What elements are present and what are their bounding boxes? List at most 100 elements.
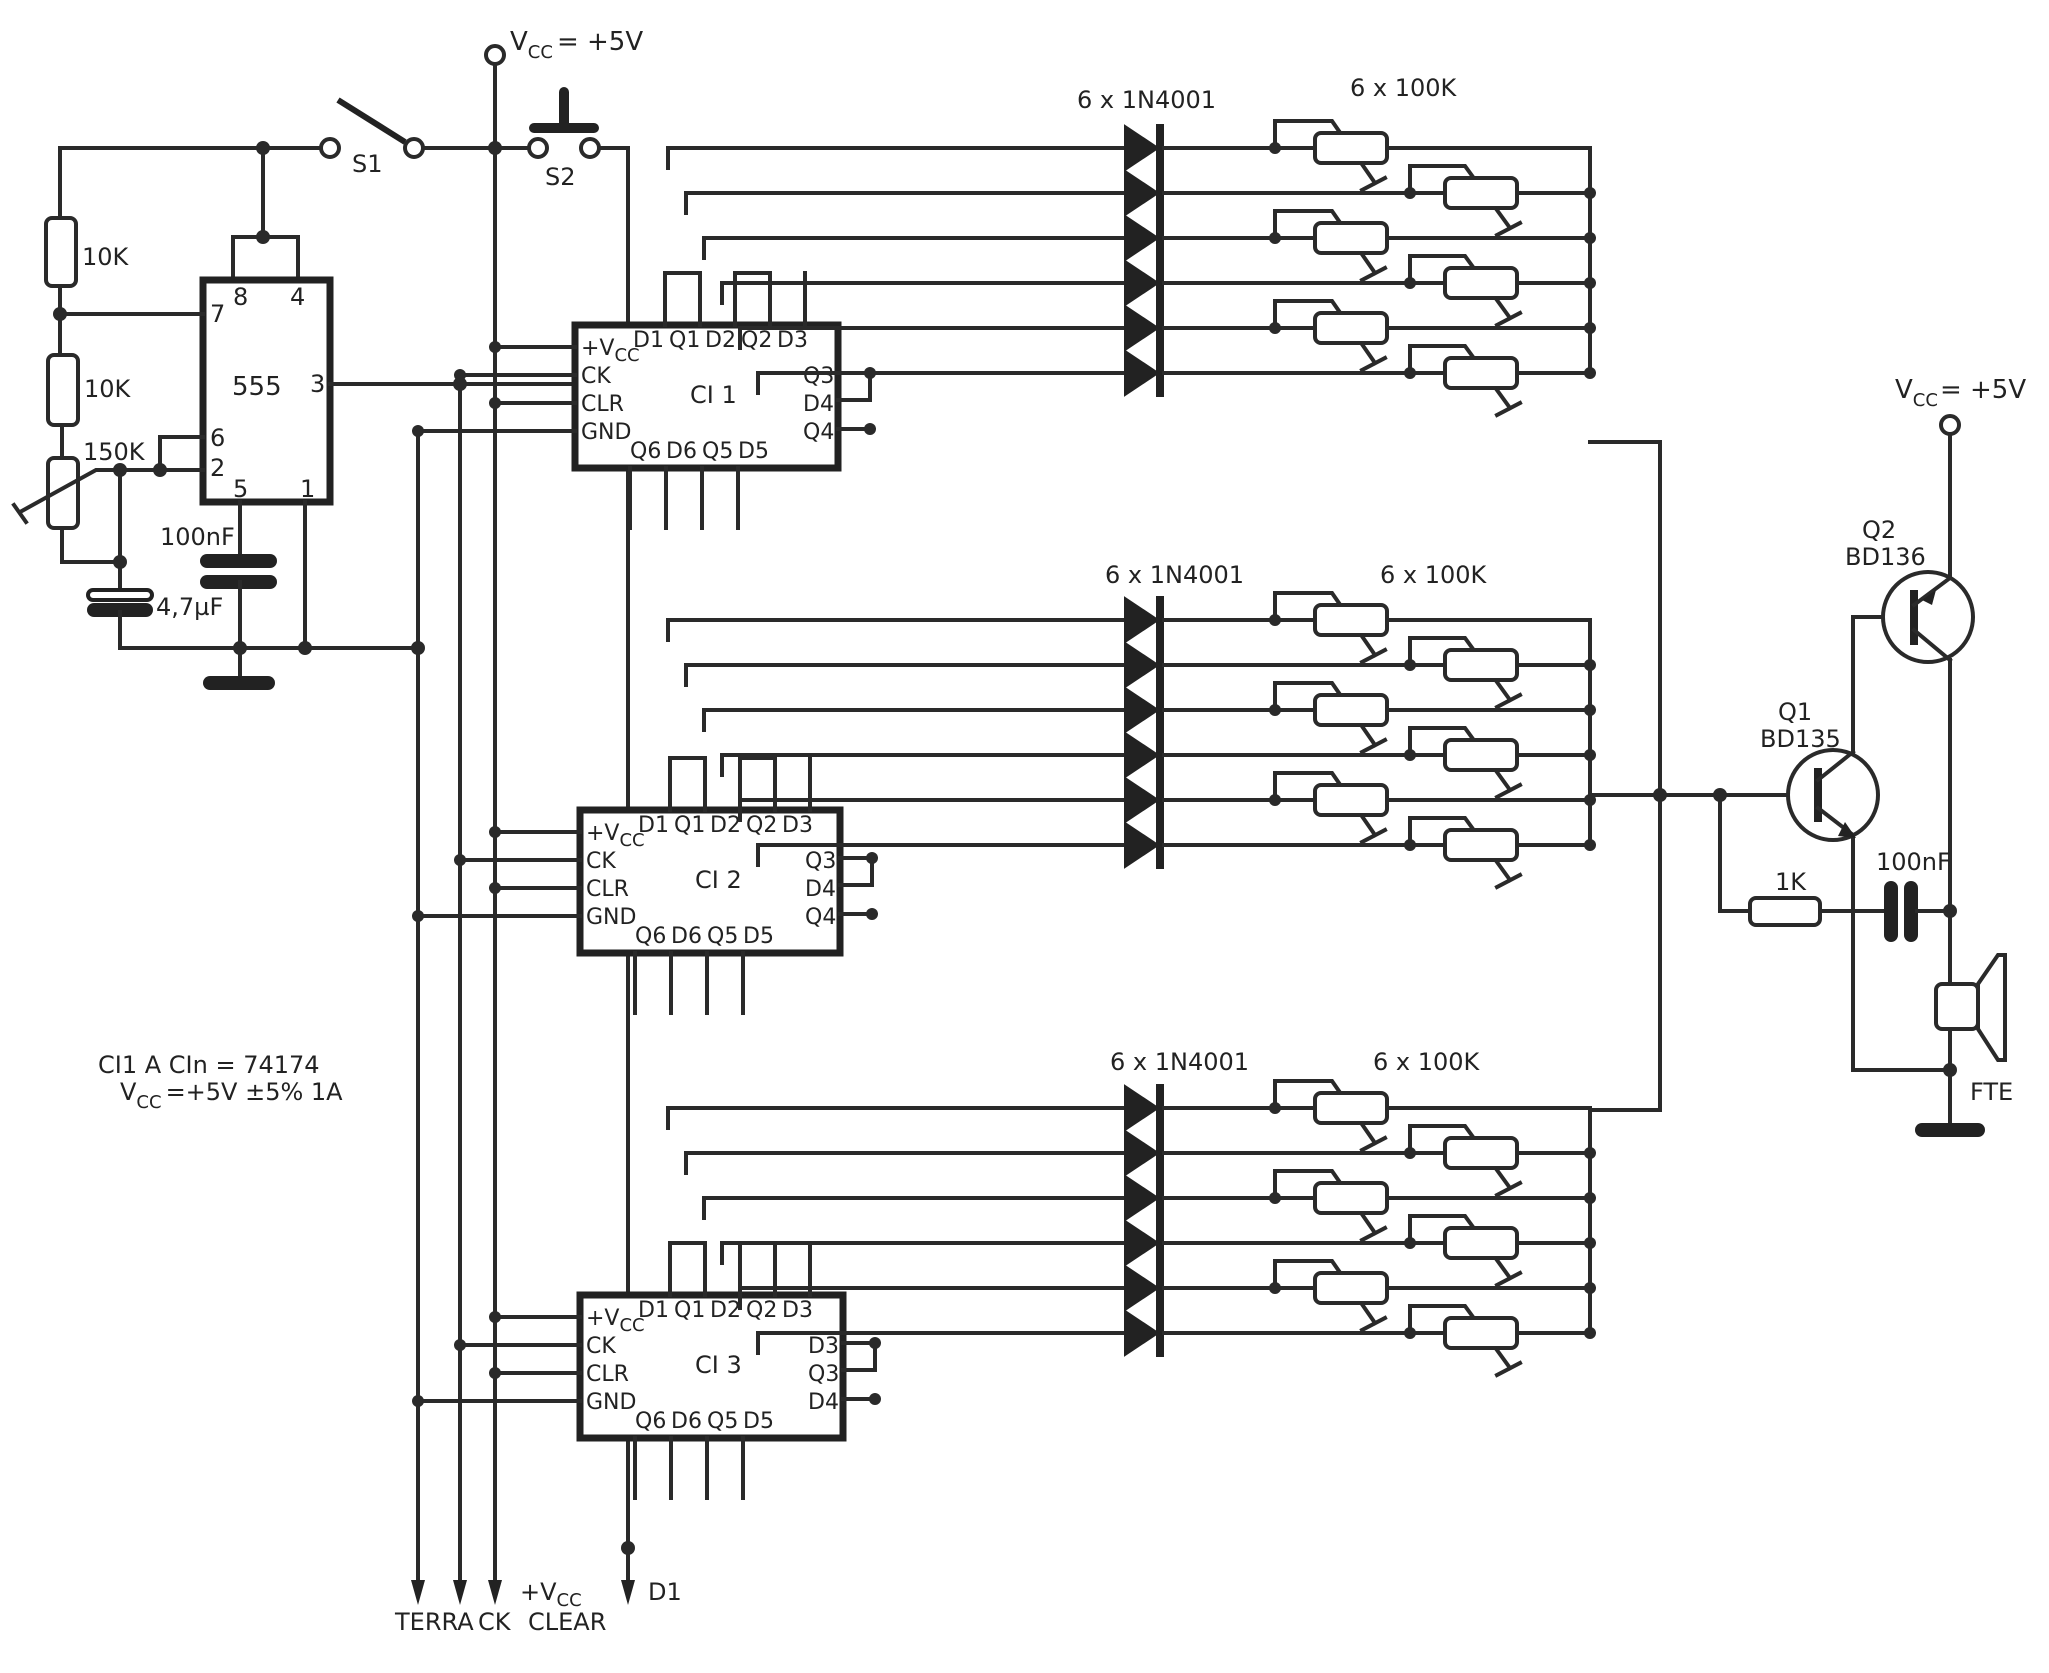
bank-3 (666, 1079, 1596, 1378)
bank-row (756, 1304, 1596, 1378)
diode-1n4001 (1124, 686, 1160, 734)
trimmer-100k[interactable] (1313, 311, 1389, 345)
trimmer-100k[interactable] (1443, 648, 1519, 682)
pin-bottom: Q5 (702, 439, 733, 464)
trimmer-100k[interactable] (1313, 1271, 1389, 1305)
pin-clr: CLR (581, 392, 624, 417)
s1-left-terminal (319, 137, 341, 159)
diode-1n4001 (1124, 1084, 1160, 1132)
note-vcc: VCC=+5V ±5% 1A (120, 1078, 343, 1113)
label-d1: D1 (648, 1578, 682, 1606)
pin-bottom: Q5 (707, 924, 738, 949)
trimmer-100k[interactable] (1313, 783, 1389, 817)
trimmer-100k[interactable] (1443, 828, 1519, 862)
bank2-diode-label: 6 x 1N4001 (1105, 561, 1244, 589)
pin-8: 8 (233, 283, 248, 311)
pin-clr: CLR (586, 877, 629, 902)
pin-ck: CK (586, 849, 616, 874)
wire-s2-d1-bus (597, 146, 630, 1582)
ic-label: CI 1 (690, 381, 737, 409)
trimmer-100k[interactable] (1443, 356, 1519, 390)
trimmer-100k[interactable] (1313, 221, 1389, 255)
pin-vcc: +VCC (581, 336, 640, 366)
resistor-10k-1 (44, 216, 78, 288)
trimmer-100k[interactable] (1443, 1316, 1519, 1350)
c-out-value: 100nF (1876, 848, 1951, 876)
diode-1n4001 (1124, 821, 1160, 869)
ic-555-label: 555 (232, 372, 282, 402)
diode-1n4001 (1124, 1174, 1160, 1222)
speaker (1934, 982, 1980, 1031)
bank-row (756, 344, 1596, 418)
bank-row (720, 1214, 1596, 1288)
bank1-diode-label: 6 x 1N4001 (1077, 86, 1216, 114)
trimmer-100k[interactable] (1443, 1226, 1519, 1260)
pin-top: D2 (710, 813, 741, 838)
pin-right: D4 (803, 392, 834, 417)
pin-ck: CK (586, 1334, 616, 1359)
pin-top: Q1 (669, 328, 700, 353)
pin-right: D4 (805, 877, 836, 902)
resistor-10k-2 (46, 353, 80, 427)
pin-top: D3 (782, 1298, 813, 1323)
bank-row (720, 726, 1596, 800)
bank-labels: 6 x 1N4001 6 x 100K 6 x 1N4001 6 x 100K … (1077, 74, 1488, 1076)
pin-right: Q4 (803, 420, 834, 445)
trimmer-100k[interactable] (1443, 176, 1519, 210)
trimmer-100k[interactable] (1443, 266, 1519, 300)
output-stage: VCC= +5V Q2 BD136 Q1 BD135 1K 100nF (1713, 375, 2026, 1137)
ic-body (576, 1291, 847, 1442)
trimmer-100k[interactable] (1313, 1091, 1389, 1125)
trimmer-100k[interactable] (1313, 1181, 1389, 1215)
trimmer-100k[interactable] (1443, 738, 1519, 772)
trimmer-100k[interactable] (1443, 1136, 1519, 1170)
pot-value: 150K (83, 438, 146, 466)
power-switch-section: VCC= +5V S1 S2 (58, 27, 643, 1582)
pin-right: Q3 (803, 364, 834, 389)
s2-right-terminal (579, 137, 601, 159)
bank1-trimmer-label: 6 x 100K (1350, 74, 1458, 102)
diode-1n4001 (1124, 1309, 1160, 1357)
pin-top: D1 (633, 328, 664, 353)
bank3-diode-label: 6 x 1N4001 (1110, 1048, 1249, 1076)
q1-type: BD135 (1760, 725, 1841, 753)
bank-2 (666, 591, 1596, 890)
trimmer-100k[interactable] (1313, 693, 1389, 727)
ic-555-body (199, 276, 334, 506)
bank-row (684, 636, 1596, 710)
q2-name: Q2 (1862, 516, 1896, 544)
pin-bottom: Q6 (635, 1409, 666, 1434)
pin-bottom: D6 (671, 1409, 702, 1434)
pin-bottom: Q6 (635, 924, 666, 949)
bank-row (702, 681, 1596, 755)
transistor-q1 (1786, 748, 1880, 842)
resistor-1k (1748, 896, 1822, 927)
diode-1n4001 (1124, 1264, 1160, 1312)
vcc-terminal-top (484, 44, 506, 66)
notes: CI1 A CIn = 74174 VCC=+5V ±5% 1A (98, 1051, 343, 1113)
pin-bottom: Q5 (707, 1409, 738, 1434)
trimmer-100k[interactable] (1313, 603, 1389, 637)
s2-label: S2 (545, 163, 576, 191)
s1-lever[interactable] (336, 97, 407, 145)
ic-label: CI 2 (695, 866, 742, 894)
bank-1 (666, 119, 1596, 418)
transistor-q2 (1881, 570, 1975, 664)
bank-row (756, 816, 1596, 890)
q1-name: Q1 (1778, 698, 1812, 726)
pin-4: 4 (290, 283, 305, 311)
pin-2: 2 (210, 454, 225, 482)
pin-top: Q2 (746, 813, 777, 838)
q2-type: BD136 (1845, 543, 1926, 571)
diode-1n4001 (1124, 1219, 1160, 1267)
pin-right: Q4 (805, 905, 836, 930)
diode-1n4001 (1124, 776, 1160, 824)
pin-top: D3 (782, 813, 813, 838)
bank-row (684, 164, 1596, 238)
vcc-terminal-right (1939, 414, 1961, 436)
trimmer-100k[interactable] (1313, 131, 1389, 165)
timer-555: 8 4 7 555 3 6 2 5 1 10K 10K 150K 4,7µF (11, 216, 582, 690)
pin-top: D3 (777, 328, 808, 353)
